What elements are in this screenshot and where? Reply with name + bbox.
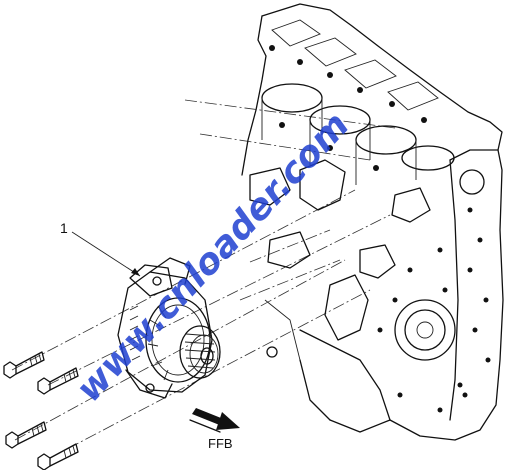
bolt — [3, 351, 45, 379]
engine-block — [241, 3, 504, 441]
bolt — [37, 367, 79, 395]
bolt — [37, 443, 79, 470]
front-direction-indicator: FFB — [189, 408, 240, 451]
block-bolt-holes — [269, 45, 491, 413]
callout-1: 1 — [60, 220, 141, 277]
callout-number: 1 — [60, 220, 68, 236]
direction-label: FFB — [208, 436, 233, 451]
mounting-bolts — [3, 351, 79, 470]
bolt — [5, 421, 47, 449]
alternator — [117, 257, 221, 399]
